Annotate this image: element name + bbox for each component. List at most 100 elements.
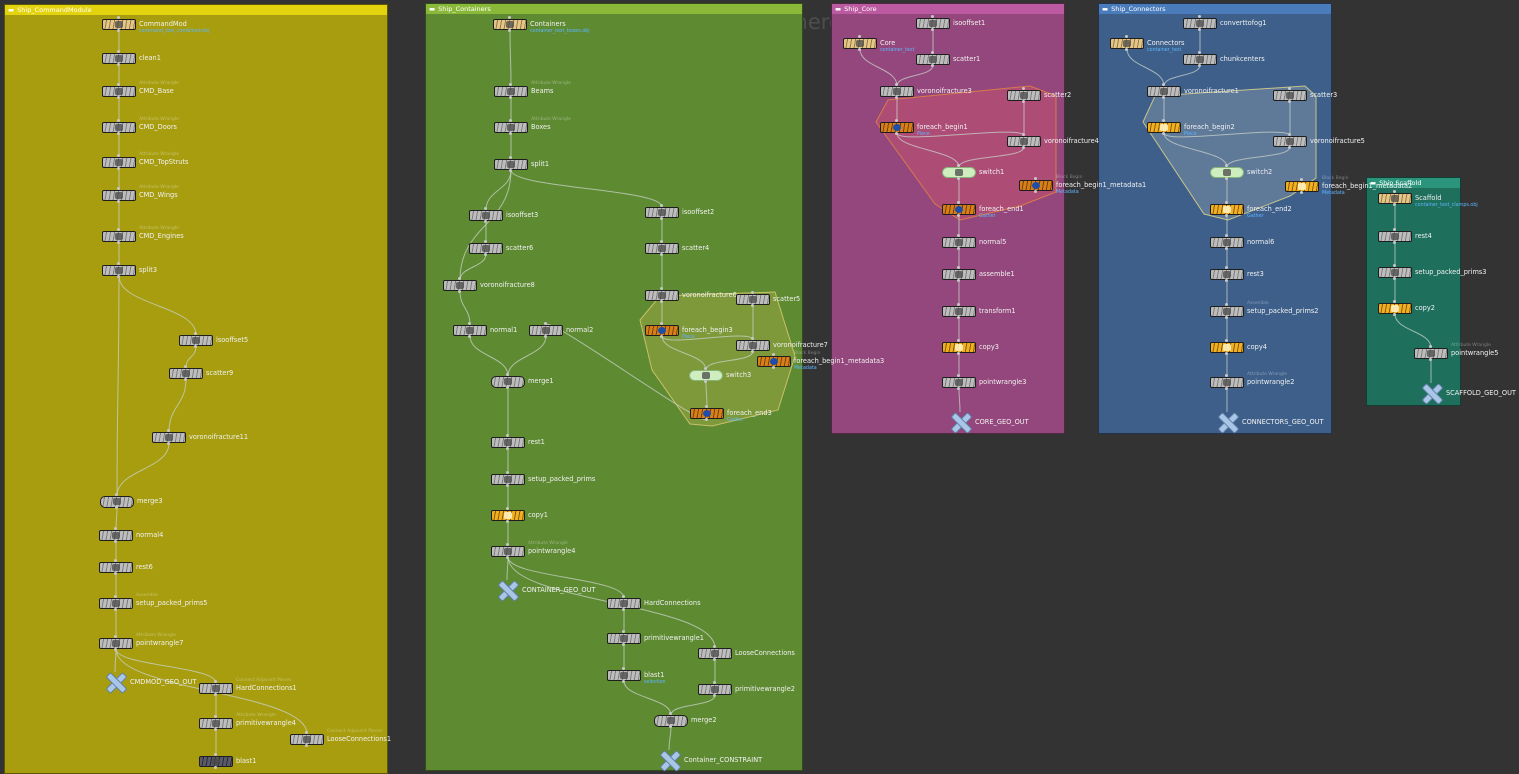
- node-name-label[interactable]: copy1: [528, 511, 548, 519]
- output-connector[interactable]: [1162, 96, 1165, 99]
- output-connector[interactable]: [1225, 279, 1228, 282]
- node-name-label[interactable]: Scaffold: [1415, 194, 1442, 202]
- node-name-label[interactable]: foreach_end1: [979, 205, 1024, 213]
- output-connector[interactable]: [1393, 277, 1396, 280]
- output-connector[interactable]: [167, 442, 170, 445]
- node-name-label[interactable]: primitivewrangle4: [236, 719, 296, 727]
- network-box-header[interactable]: ▬Ship_Core: [832, 4, 1064, 14]
- node-name-label[interactable]: primitivewrangle1: [644, 634, 704, 642]
- node-name-label[interactable]: Container_CONSTRAINT: [684, 756, 763, 764]
- output-connector[interactable]: [704, 380, 707, 383]
- network-box-header[interactable]: ▬Ship_CommandModule: [5, 5, 387, 15]
- node-name-label[interactable]: split1: [531, 160, 550, 168]
- output-connector[interactable]: [751, 304, 754, 307]
- input-connector[interactable]: [622, 667, 625, 670]
- output-connector[interactable]: [1225, 316, 1228, 319]
- input-connector[interactable]: [305, 731, 308, 734]
- output-connector[interactable]: [622, 680, 625, 683]
- node-name-label[interactable]: CMD_TopStruts: [139, 158, 189, 166]
- output-connector[interactable]: [184, 378, 187, 381]
- output-connector[interactable]: [509, 132, 512, 135]
- input-connector[interactable]: [705, 405, 708, 408]
- output-connector[interactable]: [1225, 214, 1228, 217]
- node-name-label[interactable]: blast1: [644, 671, 665, 679]
- output-connector[interactable]: [506, 386, 509, 389]
- input-connector[interactable]: [1198, 15, 1201, 18]
- output-connector[interactable]: [117, 96, 120, 99]
- node-name-label[interactable]: setup_packed_prims3: [1415, 268, 1487, 276]
- node-name-label[interactable]: voronoifracture6: [682, 291, 737, 299]
- node-name-label[interactable]: voronoifracture3: [917, 87, 972, 95]
- node-name-label[interactable]: scatter9: [206, 369, 234, 377]
- input-connector[interactable]: [1162, 83, 1165, 86]
- output-null-node[interactable]: [949, 412, 973, 434]
- output-connector[interactable]: [957, 247, 960, 250]
- input-connector[interactable]: [1225, 266, 1228, 269]
- input-connector[interactable]: [1225, 339, 1228, 342]
- node-name-label[interactable]: foreach_begin2: [1184, 123, 1235, 131]
- node-name-label[interactable]: chunkcenters: [1220, 55, 1265, 63]
- network-box-header[interactable]: ▬Ship_Containers: [426, 4, 802, 14]
- output-connector[interactable]: [508, 29, 511, 32]
- node-name-label[interactable]: foreach_end2: [1247, 205, 1292, 213]
- node-name-label[interactable]: pointwrangle5: [1451, 349, 1499, 357]
- node-name-label[interactable]: scatter2: [1044, 91, 1072, 99]
- input-connector[interactable]: [660, 240, 663, 243]
- input-connector[interactable]: [622, 595, 625, 598]
- output-connector[interactable]: [506, 556, 509, 559]
- node-name-label[interactable]: pointwrangle4: [528, 547, 576, 555]
- node-name-label[interactable]: SCAFFOLD_GEO_OUT: [1446, 389, 1516, 397]
- node-name-label[interactable]: normal1: [490, 326, 518, 334]
- node-name-label[interactable]: voronoifracture5: [1310, 137, 1365, 145]
- input-connector[interactable]: [1225, 164, 1228, 167]
- node-name-label[interactable]: scatter4: [682, 244, 710, 252]
- input-connector[interactable]: [117, 154, 120, 157]
- output-connector[interactable]: [1022, 146, 1025, 149]
- input-connector[interactable]: [484, 240, 487, 243]
- input-connector[interactable]: [957, 303, 960, 306]
- node-name-label[interactable]: voronoifracture4: [1044, 137, 1099, 145]
- node-name-label[interactable]: LooseConnections1: [327, 735, 392, 743]
- input-connector[interactable]: [117, 119, 120, 122]
- output-connector[interactable]: [484, 253, 487, 256]
- node-name-label[interactable]: rest4: [1415, 232, 1432, 240]
- input-connector[interactable]: [117, 50, 120, 53]
- collapse-icon[interactable]: ▬: [1102, 5, 1109, 13]
- node-name-label[interactable]: setup_packed_prims2: [1247, 307, 1319, 315]
- output-connector[interactable]: [117, 241, 120, 244]
- input-connector[interactable]: [957, 201, 960, 204]
- output-connector[interactable]: [117, 63, 120, 66]
- output-connector[interactable]: [772, 366, 775, 369]
- input-connector[interactable]: [1429, 345, 1432, 348]
- node-name-label[interactable]: foreach_begin1: [917, 123, 968, 131]
- input-connector[interactable]: [1198, 51, 1201, 54]
- input-connector[interactable]: [1300, 178, 1303, 181]
- node-name-label[interactable]: pointwrangle2: [1247, 378, 1295, 386]
- input-connector[interactable]: [669, 712, 672, 715]
- input-connector[interactable]: [1393, 300, 1396, 303]
- input-connector[interactable]: [506, 373, 509, 376]
- output-connector[interactable]: [114, 608, 117, 611]
- input-connector[interactable]: [214, 680, 217, 683]
- output-connector[interactable]: [957, 316, 960, 319]
- output-connector[interactable]: [1225, 387, 1228, 390]
- node-name-label[interactable]: rest6: [136, 563, 153, 571]
- input-connector[interactable]: [484, 207, 487, 210]
- input-connector[interactable]: [114, 527, 117, 530]
- node-name-label[interactable]: foreach_begin1_metadata1: [1056, 181, 1147, 189]
- node-name-label[interactable]: foreach_begin1_metadata2: [1322, 182, 1413, 190]
- output-connector[interactable]: [214, 728, 217, 731]
- output-connector[interactable]: [705, 418, 708, 421]
- output-connector[interactable]: [931, 64, 934, 67]
- output-connector[interactable]: [1225, 352, 1228, 355]
- output-connector[interactable]: [957, 387, 960, 390]
- output-connector[interactable]: [115, 506, 118, 509]
- collapse-icon[interactable]: ▬: [429, 5, 436, 13]
- input-connector[interactable]: [931, 15, 934, 18]
- node-name-label[interactable]: primitivewrangle2: [735, 685, 795, 693]
- node-name-label[interactable]: copy4: [1247, 343, 1267, 351]
- input-connector[interactable]: [713, 681, 716, 684]
- input-connector[interactable]: [544, 322, 547, 325]
- node-name-label[interactable]: LooseConnections: [735, 649, 795, 657]
- node-name-label[interactable]: Core: [880, 39, 896, 47]
